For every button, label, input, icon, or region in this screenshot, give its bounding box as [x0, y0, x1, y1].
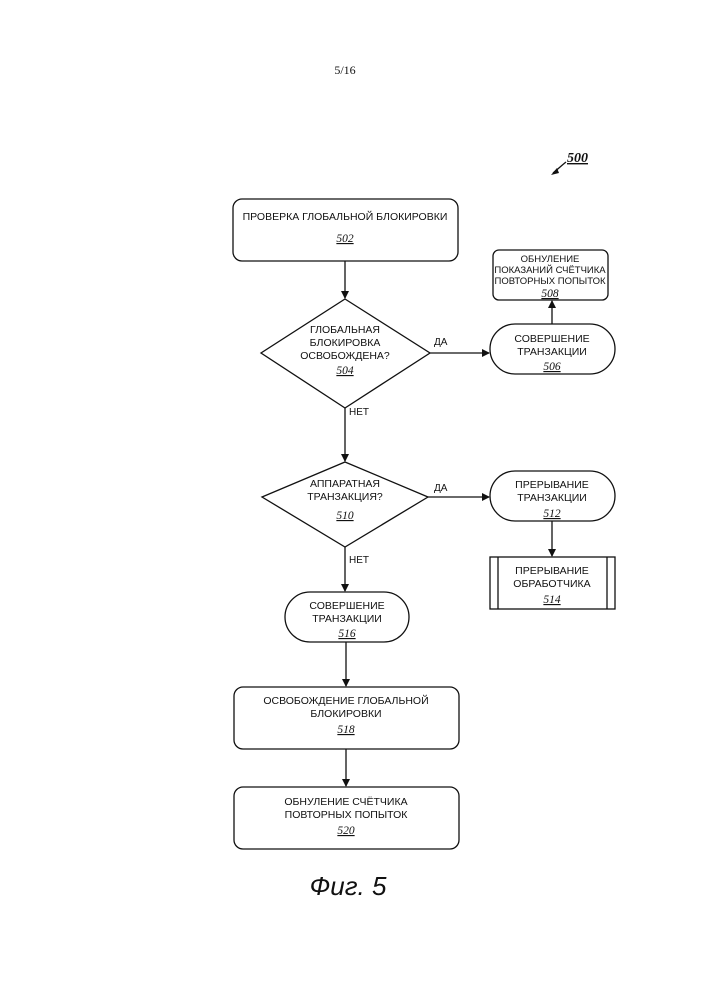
- node-label-line: ПРЕРЫВАНИЕ: [515, 479, 589, 491]
- node-516-commit-transaction: СОВЕРШЕНИЕ ТРАНЗАКЦИИ 516: [285, 592, 409, 642]
- figure-reference: 500: [551, 151, 588, 175]
- edge-label-510-no: НЕТ: [349, 555, 369, 566]
- node-label-line: БЛОКИРОВКИ: [310, 708, 381, 720]
- node-number: 504: [336, 365, 354, 377]
- node-510-hardware-transaction: АППАРАТНАЯ ТРАНЗАКЦИЯ? 510: [262, 462, 428, 547]
- node-label-line: АППАРАТНАЯ: [310, 478, 380, 490]
- node-504-global-lock-released: ГЛОБАЛЬНАЯ БЛОКИРОВКА ОСВОБОЖДЕНА? 504: [261, 299, 430, 408]
- decision-diamond: [262, 462, 428, 547]
- node-label-line: СОВЕРШЕНИЕ: [514, 333, 589, 345]
- node-label-line: ОБРАБОТЧИКА: [513, 578, 590, 590]
- node-520-reset-retry-counter: ОБНУЛЕНИЕ СЧЁТЧИКА ПОВТОРНЫХ ПОПЫТОК 520: [234, 787, 459, 849]
- node-label-line: БЛОКИРОВКА: [310, 337, 381, 349]
- node-label-line: ТРАНЗАКЦИИ: [312, 613, 382, 625]
- node-number: 502: [336, 233, 354, 245]
- edge-label-504-no: НЕТ: [349, 407, 369, 418]
- node-label-line: ПОВТОРНЫХ ПОПЫТОК: [285, 809, 409, 821]
- node-number: 512: [543, 508, 561, 520]
- edge-label-504-yes: ДА: [434, 337, 448, 348]
- page-number: 5/16: [334, 63, 355, 77]
- node-label-line: ПРЕРЫВАНИЕ: [515, 565, 589, 577]
- node-label-line: ГЛОБАЛЬНАЯ: [310, 324, 380, 336]
- node-label-line: ПОВТОРНЫХ ПОПЫТОК: [494, 276, 605, 287]
- node-number: 506: [543, 361, 561, 373]
- node-506-commit-transaction: СОВЕРШЕНИЕ ТРАНЗАКЦИИ 506: [490, 324, 615, 374]
- figure-caption: Фиг. 5: [310, 871, 387, 901]
- node-number: 518: [337, 724, 355, 736]
- node-label-line: ОСВОБОЖДЕНИЕ ГЛОБАЛЬНОЙ: [263, 694, 428, 707]
- node-number: 514: [543, 594, 561, 606]
- node-label-line: ТРАНЗАКЦИЯ?: [307, 491, 383, 503]
- node-512-abort-transaction: ПРЕРЫВАНИЕ ТРАНЗАКЦИИ 512: [490, 471, 615, 521]
- node-514-abort-handler: ПРЕРЫВАНИЕ ОБРАБОТЧИКА 514: [490, 557, 615, 609]
- node-label-line: ТРАНЗАКЦИИ: [517, 346, 587, 358]
- node-label-line: ТРАНЗАКЦИИ: [517, 492, 587, 504]
- node-number: 508: [541, 288, 559, 300]
- process-box: [233, 199, 458, 261]
- node-label-line: ОСВОБОЖДЕНА?: [300, 350, 390, 362]
- figure-reference-number: 500: [567, 151, 588, 166]
- node-number: 510: [336, 510, 354, 522]
- node-label-line: ПРОВЕРКА ГЛОБАЛЬНОЙ БЛОКИРОВКИ: [243, 210, 448, 223]
- node-label-line: СОВЕРШЕНИЕ: [309, 600, 384, 612]
- node-502-check-global-lock: ПРОВЕРКА ГЛОБАЛЬНОЙ БЛОКИРОВКИ 502: [233, 199, 458, 261]
- node-518-release-global-lock: ОСВОБОЖДЕНИЕ ГЛОБАЛЬНОЙ БЛОКИРОВКИ 518: [234, 687, 459, 749]
- node-508-reset-retry-counter: ОБНУЛЕНИЕ ПОКАЗАНИЙ СЧЁТЧИКА ПОВТОРНЫХ П…: [493, 250, 608, 300]
- node-number: 516: [338, 628, 356, 640]
- node-label-line: ПОКАЗАНИЙ СЧЁТЧИКА: [494, 264, 606, 276]
- node-label-line: ОБНУЛЕНИЕ: [521, 254, 580, 265]
- edge-label-510-yes: ДА: [434, 483, 448, 494]
- node-label-line: ОБНУЛЕНИЕ СЧЁТЧИКА: [284, 796, 407, 808]
- node-number: 520: [337, 825, 355, 837]
